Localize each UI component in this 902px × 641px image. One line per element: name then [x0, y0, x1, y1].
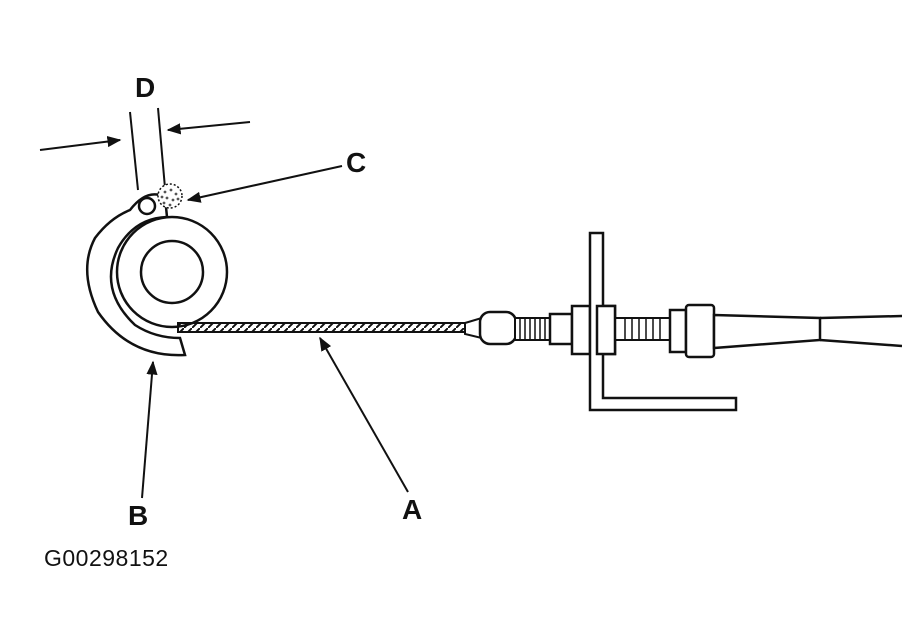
throttle-cam	[85, 193, 229, 357]
dimension-d	[39, 107, 251, 191]
callout-c: C	[346, 147, 367, 178]
stop-position-mark	[157, 183, 183, 209]
callout-b: B	[128, 500, 149, 531]
figure-id: G00298152	[44, 545, 169, 571]
mounting-bracket	[588, 231, 738, 412]
leader-lines	[141, 165, 409, 499]
callout-a: A	[402, 494, 423, 525]
callout-d: D	[135, 72, 156, 103]
throttle-cable	[177, 303, 902, 359]
